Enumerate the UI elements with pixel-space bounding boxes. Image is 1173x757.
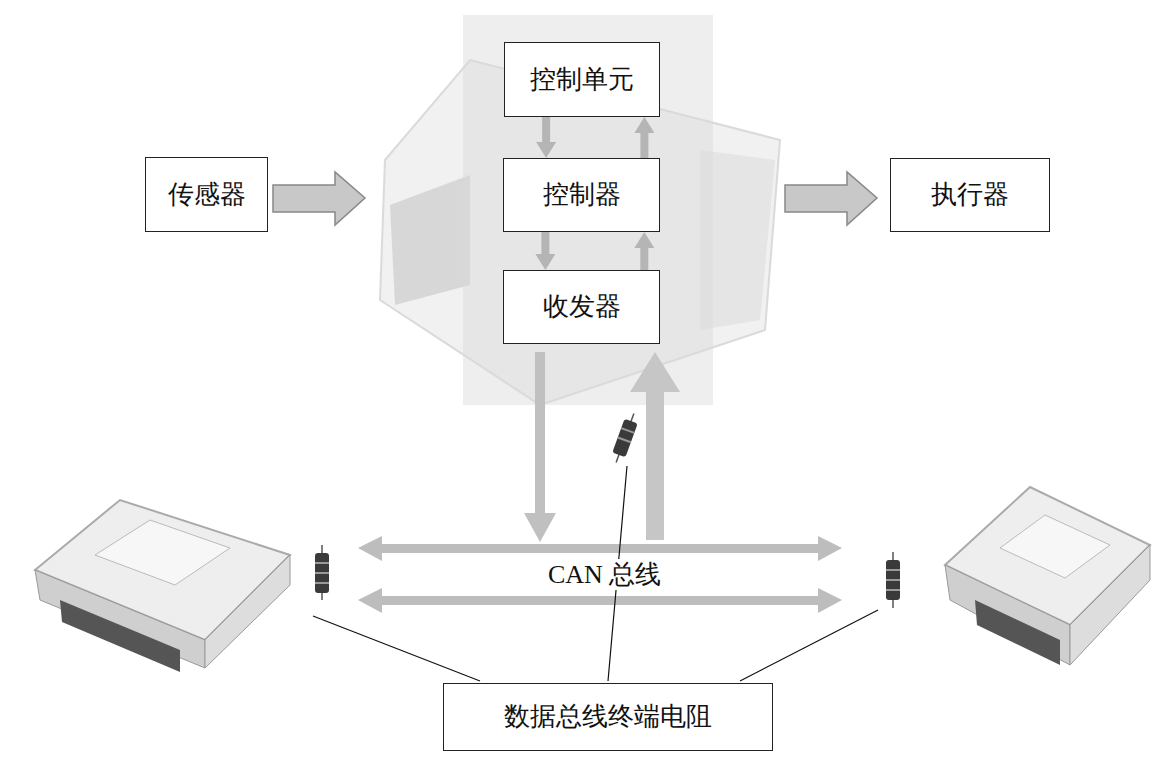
box-text: 执行器 [931,179,1009,210]
resistor-symbol [886,552,900,608]
flow-arrow [640,133,648,158]
process-box: 控制单元 [504,42,660,117]
process-box: 执行器 [890,158,1050,232]
output-arrow [785,172,877,225]
box-text: 收发器 [543,291,621,322]
bus-down-arrow [535,352,545,515]
input-arrow [273,172,365,225]
process-box: 收发器 [503,270,660,344]
box-text: 传感器 [168,179,246,210]
flow-arrow [541,232,549,254]
flow-arrow [640,248,648,270]
process-box: 控制器 [503,158,660,232]
ecu-module [35,500,290,672]
resistor-symbol [315,545,329,600]
box-text: 控制单元 [530,64,634,95]
leader-line [313,466,878,681]
bus-up-arrow [646,390,664,540]
can-bus [358,536,842,613]
ecu-module [945,487,1150,665]
arrowhead [630,352,680,392]
box-text: 控制器 [543,179,621,210]
shaded-region [463,15,713,405]
arrowhead [524,513,556,542]
bus-label: CAN 总线 [545,559,664,590]
flow-arrow [542,117,550,142]
box-text: 数据总线终端电阻 [504,701,712,732]
process-box: 传感器 [145,157,268,232]
resistor-symbol [610,411,641,465]
process-box: 数据总线终端电阻 [443,683,773,751]
